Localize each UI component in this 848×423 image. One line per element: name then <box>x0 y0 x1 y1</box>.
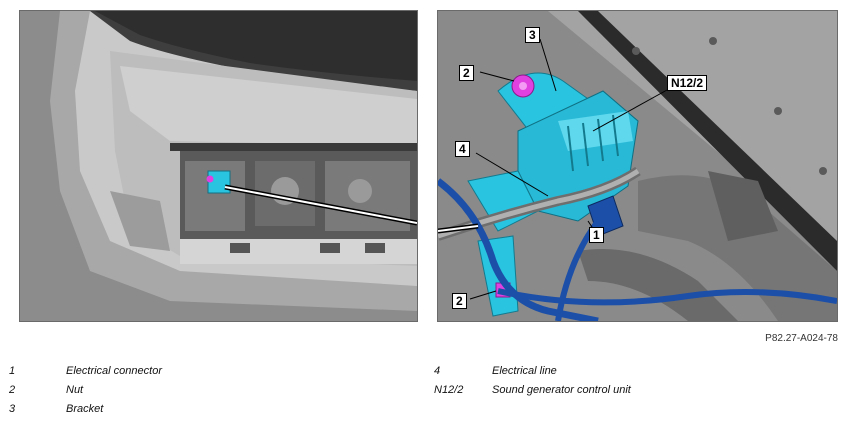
legend-desc: Nut <box>66 384 84 396</box>
legend-desc: Electrical line <box>492 365 557 377</box>
callout-nut-bottom: 2 <box>452 293 467 309</box>
callout-electrical-line: 4 <box>455 141 470 157</box>
detail-illustration: 3 2 N12/2 4 1 2 <box>437 10 838 322</box>
legend-item: 3 Bracket <box>9 403 389 422</box>
legend-item: 1 Electrical connector <box>9 365 389 384</box>
callout-nut-top: 2 <box>459 65 474 81</box>
legend-desc: Electrical connector <box>66 365 162 377</box>
legend-key: 4 <box>434 365 441 377</box>
callout-connector: 1 <box>589 227 604 243</box>
overview-illustration <box>19 10 418 322</box>
vehicle-rear-drawing <box>20 11 417 321</box>
legend-key: 2 <box>9 384 16 396</box>
legend-key: 3 <box>9 403 16 415</box>
legend-right: 4 Electrical line N12/2 Sound generator … <box>434 365 834 403</box>
control-unit-detail-drawing <box>438 11 837 321</box>
legend-desc: Sound generator control unit <box>492 384 631 396</box>
legend-desc: Bracket <box>66 403 104 415</box>
legend-item: 2 Nut <box>9 384 389 403</box>
legend-key: N12/2 <box>434 384 464 396</box>
figure-id: P82.27-A024-78 <box>765 333 838 344</box>
callout-control-unit: N12/2 <box>667 75 708 91</box>
legend-left: 1 Electrical connector 2 Nut 3 Bracket <box>9 365 389 422</box>
callout-bracket: 3 <box>525 27 540 43</box>
legend-item: N12/2 Sound generator control unit <box>434 384 834 403</box>
legend-key: 1 <box>9 365 16 377</box>
legend-item: 4 Electrical line <box>434 365 834 384</box>
